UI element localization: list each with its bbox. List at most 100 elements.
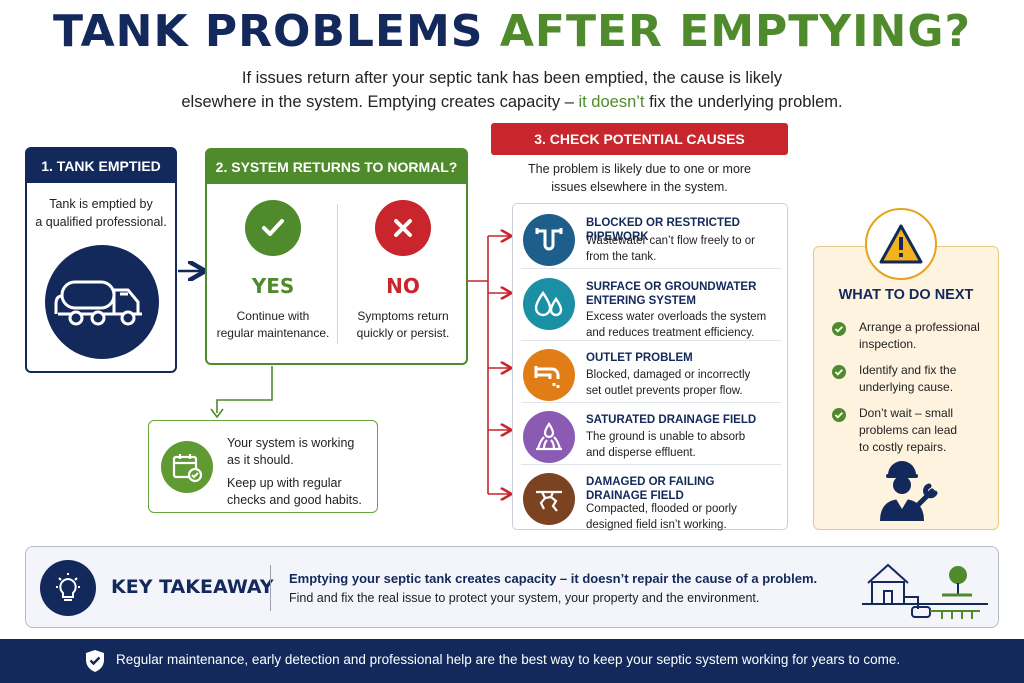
cause-description: The ground is unable to absorb and dispe… — [586, 429, 786, 461]
working-advice: Keep up with regular checks and good hab… — [227, 475, 372, 509]
title-part-2: AFTER EMPTYING? — [499, 6, 972, 57]
yes-no-divider — [337, 204, 338, 344]
warning-icon — [865, 208, 937, 280]
step1-text: Tank is emptied by a qualified professio… — [27, 183, 175, 231]
step1-text-line-2: a qualified professional. — [35, 215, 167, 229]
key-takeaway-line-1: Emptying your septic tank creates capaci… — [289, 571, 818, 586]
next-step-line-1: Don’t wait – small — [859, 406, 954, 420]
cause-title: SURFACE OR GROUNDWATER ENTERING SYSTEM — [586, 280, 786, 308]
system-working-card: Your system is working as it should. Kee… — [148, 420, 378, 513]
check-circle-icon — [832, 408, 846, 422]
cause-desc-line-1: The ground is unable to absorb — [586, 431, 746, 443]
cause-saturated-field: SATURATED DRAINAGE FIELD The ground is u… — [513, 403, 789, 467]
cause-title-line-1: OUTLET PROBLEM — [586, 352, 693, 364]
next-step-text: Don’t wait – small problems can lead to … — [859, 405, 994, 456]
cause-title: SATURATED DRAINAGE FIELD — [586, 413, 786, 427]
footer-text: Regular maintenance, early detection and… — [116, 652, 901, 667]
cause-desc-line-1: Blocked, damaged or incorrectly — [586, 369, 751, 381]
cause-outlet-problem: OUTLET PROBLEM Blocked, damaged or incor… — [513, 341, 789, 405]
no-text-line-1: Symptoms return — [357, 309, 449, 323]
saturated-grass-icon — [523, 411, 575, 463]
cause-description: Blocked, damaged or incorrectly set outl… — [586, 367, 786, 399]
check-circle-icon — [832, 322, 846, 336]
next-step-line-2: underlying cause. — [859, 380, 954, 394]
step3-intro: The problem is likely due to one or more… — [491, 160, 788, 196]
key-takeaway-heading: KEY TAKEAWAY — [111, 576, 274, 598]
step3-intro-line-2: issues elsewhere in the system. — [551, 180, 728, 194]
cause-title-line-1: SURFACE OR GROUNDWATER — [586, 281, 757, 293]
step2-heading: 2. SYSTEM RETURNS TO NORMAL? — [207, 150, 466, 184]
cause-title: DAMAGED OR FAILING DRAINAGE FIELD — [586, 475, 786, 503]
cause-desc-line-1: Excess water overloads the system — [586, 311, 767, 323]
cracked-ground-icon — [523, 473, 575, 525]
next-step-line-1: Arrange a professional — [859, 320, 980, 334]
technician-icon — [872, 459, 942, 526]
x-icon — [375, 200, 431, 256]
lightbulb-icon — [40, 560, 96, 616]
house-septic-icon — [862, 553, 988, 630]
next-step-line-3: to costly repairs. — [859, 440, 947, 454]
cause-description: Compacted, flooded or poorly designed fi… — [586, 501, 786, 533]
step1-card: 1. TANK EMPTIED Tank is emptied by a qua… — [25, 147, 177, 373]
cause-desc-line-2: and disperse effluent. — [586, 447, 696, 459]
cause-separator — [521, 402, 781, 403]
cause-desc-line-1: Wastewater can’t flow freely to or — [586, 235, 755, 247]
next-steps-heading: WHAT TO DO NEXT — [838, 287, 974, 303]
cause-desc-line-1: Compacted, flooded or poorly — [586, 503, 737, 515]
shield-check-icon — [84, 648, 106, 679]
subtitle-line-2-end: fix the underlying problem. — [644, 93, 843, 111]
next-step-text: Arrange a professional inspection. — [859, 319, 994, 353]
subtitle-highlight: it doesn’t — [578, 93, 645, 111]
next-step-line-2: problems can lead — [859, 423, 958, 437]
cause-title-line-1: SATURATED DRAINAGE FIELD — [586, 414, 757, 426]
step3-heading: 3. CHECK POTENTIAL CAUSES — [491, 123, 788, 155]
subtitle-line-2-start: elsewhere in the system. Emptying create… — [181, 93, 579, 111]
yes-text-line-1: Continue with — [236, 309, 310, 323]
pipe-icon — [523, 214, 575, 266]
cause-separator — [521, 464, 781, 465]
working-text: Your system is working as it should. — [227, 435, 372, 469]
cause-blocked-pipework: BLOCKED OR RESTRICTED PIPEWORK Wastewate… — [513, 206, 789, 270]
causes-list: BLOCKED OR RESTRICTED PIPEWORK Wastewate… — [512, 203, 789, 531]
cause-title: OUTLET PROBLEM — [586, 351, 786, 365]
cause-title: BLOCKED OR RESTRICTED PIPEWORK — [586, 216, 786, 244]
key-takeaway-divider — [270, 565, 271, 611]
cause-separator — [521, 268, 781, 269]
footer-bar: Regular maintenance, early detection and… — [0, 639, 1024, 683]
key-takeaway-line-2: Find and fix the real issue to protect y… — [289, 591, 760, 605]
subtitle-line-1: If issues return after your septic tank … — [241, 69, 783, 87]
cause-desc-line-2: and reduces treatment efficiency. — [586, 327, 755, 339]
yes-text: Continue with regular maintenance. — [209, 308, 337, 342]
page-title: TANK PROBLEMS AFTER EMPTYING? — [0, 6, 1024, 57]
working-line-3: Keep up with regular — [227, 476, 342, 490]
calendar-check-icon — [161, 441, 213, 493]
no-text-line-2: quickly or persist. — [356, 326, 450, 340]
next-step-line-1: Identify and fix the — [859, 363, 957, 377]
yes-text-line-2: regular maintenance. — [216, 326, 330, 340]
yes-column: YES Continue with regular maintenance. — [209, 200, 337, 342]
cause-desc-line-2: set outlet prevents proper flow. — [586, 385, 743, 397]
cause-groundwater: SURFACE OR GROUNDWATER ENTERING SYSTEM E… — [513, 270, 789, 339]
step1-heading: 1. TANK EMPTIED — [27, 149, 175, 183]
working-line-4: checks and good habits. — [227, 493, 362, 507]
check-circle-icon — [832, 365, 846, 379]
next-step-line-2: inspection. — [859, 337, 917, 351]
key-takeaway-panel: KEY TAKEAWAY Emptying your septic tank c… — [25, 546, 999, 628]
cause-separator — [521, 340, 781, 341]
step1-text-line-1: Tank is emptied by — [49, 197, 153, 211]
no-text: Symptoms return quickly or persist. — [339, 308, 467, 342]
outlet-pipe-icon — [523, 349, 575, 401]
step2-card: 2. SYSTEM RETURNS TO NORMAL? YES Continu… — [205, 148, 468, 365]
next-steps-card: WHAT TO DO NEXT Arrange a professional i… — [813, 246, 999, 530]
subtitle: If issues return after your septic tank … — [0, 66, 1024, 114]
cause-failing-field: DAMAGED OR FAILING DRAINAGE FIELD Compac… — [513, 465, 789, 531]
cause-description: Excess water overloads the system and re… — [586, 309, 786, 341]
check-icon — [245, 200, 301, 256]
cause-title-line-1: BLOCKED OR RESTRICTED PIPEWORK — [586, 217, 740, 243]
cause-title-line-2: ENTERING SYSTEM — [586, 295, 696, 307]
tanker-truck-icon — [45, 245, 159, 359]
title-part-1: TANK PROBLEMS — [52, 6, 484, 57]
working-line-1: Your system is working — [227, 436, 355, 450]
step3-intro-line-1: The problem is likely due to one or more — [527, 162, 752, 176]
